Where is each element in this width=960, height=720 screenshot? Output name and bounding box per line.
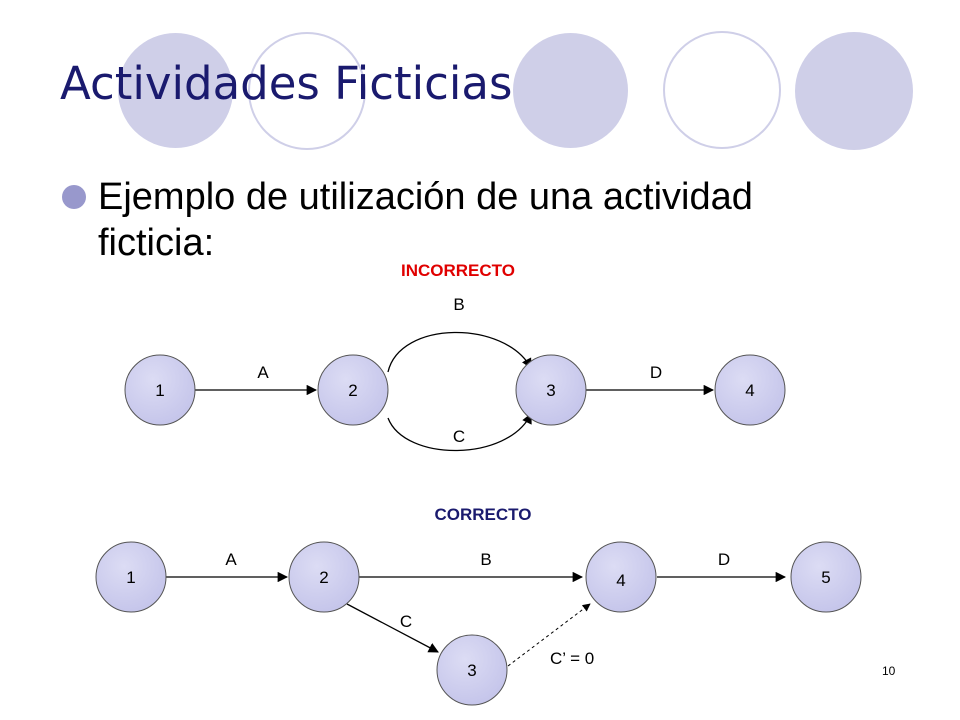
decorative-ring-1 xyxy=(248,32,366,150)
node-label: 2 xyxy=(348,381,357,400)
activity-label-b: B xyxy=(453,295,464,314)
correct-diagram: CORRECTO A B D C C’ = 0 1 2 4 5 xyxy=(95,505,862,706)
correct-label: CORRECTO xyxy=(435,505,532,524)
node-2-incorrect: 2 xyxy=(317,354,389,426)
node-5-correct: 5 xyxy=(790,541,862,613)
decorative-circle-1 xyxy=(118,33,233,148)
node-2-correct: 2 xyxy=(288,541,360,613)
edge-dummy-correct xyxy=(507,603,591,667)
decorative-circle-3 xyxy=(795,32,913,150)
activity-label-c: C xyxy=(453,427,465,446)
edge-c-correct xyxy=(346,603,439,653)
slide-title: Actividades Ficticias xyxy=(60,57,513,110)
node-label: 1 xyxy=(126,568,135,587)
bullet-text: Ejemplo de utilización de una actividad … xyxy=(98,176,753,264)
edge-c-incorrect xyxy=(387,413,532,452)
activity-label-a: A xyxy=(225,550,237,569)
node-4-correct: 4 xyxy=(585,541,657,613)
page-number: 10 xyxy=(882,664,896,678)
activity-label-d: D xyxy=(650,363,662,382)
activity-label-a: A xyxy=(257,363,269,382)
activity-label-d: D xyxy=(718,550,730,569)
node-4-incorrect: 4 xyxy=(714,354,786,426)
edge-b-incorrect xyxy=(387,331,532,373)
node-label: 2 xyxy=(319,568,328,587)
incorrect-label: INCORRECTO xyxy=(401,261,515,280)
decorative-ring-2 xyxy=(663,31,781,149)
bullet-icon xyxy=(62,185,86,209)
node-label: 5 xyxy=(821,568,830,587)
node-label: 1 xyxy=(155,381,164,400)
decorative-circle-2 xyxy=(513,33,628,148)
dummy-activity-label: C’ = 0 xyxy=(550,649,594,668)
activity-label-b: B xyxy=(480,550,491,569)
node-1-incorrect: 1 xyxy=(124,354,196,426)
node-label: 4 xyxy=(616,571,625,590)
incorrect-diagram: INCORRECTO A B C D 1 2 3 4 xyxy=(124,261,786,452)
node-1-correct: 1 xyxy=(95,541,167,613)
activity-label-c: C xyxy=(400,612,412,631)
node-label: 3 xyxy=(467,661,476,680)
node-label: 4 xyxy=(745,381,754,400)
node-label: 3 xyxy=(546,381,555,400)
node-3-correct: 3 xyxy=(436,634,508,706)
node-3-incorrect: 3 xyxy=(515,354,587,426)
